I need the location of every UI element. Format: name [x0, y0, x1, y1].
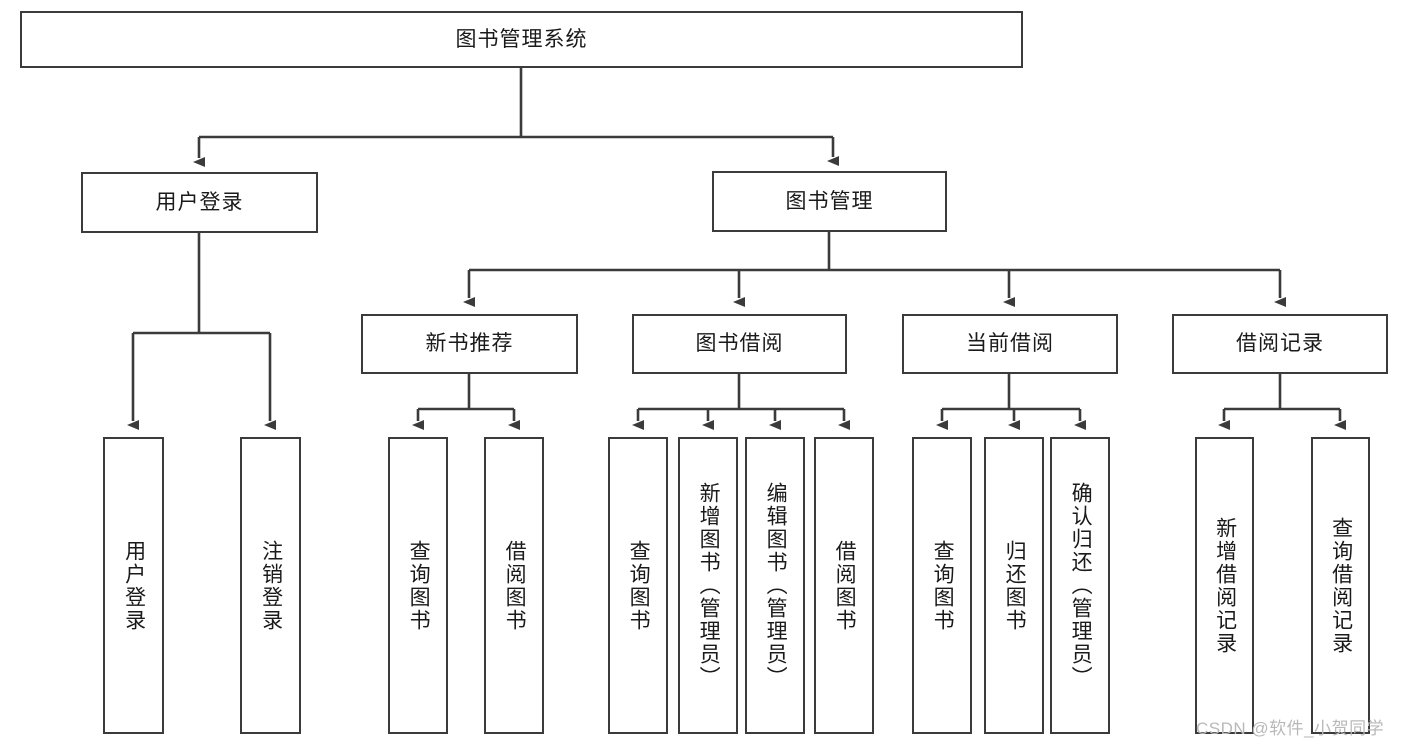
node-borrow-record[interactable]: 借阅记录	[1172, 314, 1388, 374]
leaf-logout-label: 注销登录	[259, 539, 283, 632]
leaf-edit-book[interactable]: 编辑图书（管理员）	[745, 437, 805, 734]
leaf-query-book-3-label: 查询图书	[931, 539, 955, 632]
leaf-add-book[interactable]: 新增图书（管理员）	[678, 437, 738, 734]
leaf-query-book-2[interactable]: 查询图书	[608, 437, 668, 734]
node-root-label: 图书管理系统	[455, 27, 588, 51]
node-current-borrow[interactable]: 当前借阅	[902, 314, 1118, 374]
leaf-query-book-1-label: 查询图书	[407, 539, 431, 632]
leaf-borrow-book-2[interactable]: 借阅图书	[814, 437, 874, 734]
node-borrow-record-label: 借阅记录	[1236, 332, 1324, 356]
leaf-user-login-label: 用户登录	[122, 539, 146, 632]
leaf-user-login[interactable]: 用户登录	[103, 437, 164, 734]
node-user-login-label: 用户登录	[155, 190, 244, 214]
node-new-book-recommend[interactable]: 新书推荐	[361, 314, 578, 374]
leaf-query-book-3[interactable]: 查询图书	[912, 437, 972, 734]
node-current-borrow-label: 当前借阅	[966, 332, 1054, 356]
leaf-query-book-1[interactable]: 查询图书	[388, 437, 448, 734]
csdn-watermark: CSDN @软件_小贺同学	[1196, 719, 1385, 738]
leaf-confirm-return-label: 确认归还（管理员）	[1069, 482, 1093, 689]
leaf-edit-book-label: 编辑图书（管理员）	[764, 482, 788, 689]
leaf-query-book-2-label: 查询图书	[627, 539, 651, 632]
node-new-book-recommend-label: 新书推荐	[425, 332, 514, 356]
leaf-return-book[interactable]: 归还图书	[984, 437, 1044, 734]
leaf-return-book-label: 归还图书	[1003, 539, 1027, 632]
node-book-manage[interactable]: 图书管理	[712, 171, 947, 232]
leaf-borrow-book-2-label: 借阅图书	[833, 539, 857, 632]
leaf-logout[interactable]: 注销登录	[240, 437, 301, 734]
leaf-borrow-book-1[interactable]: 借阅图书	[484, 437, 544, 734]
leaf-borrow-book-1-label: 借阅图书	[503, 539, 527, 632]
leaf-add-record[interactable]: 新增借阅记录	[1195, 437, 1254, 734]
leaf-query-record[interactable]: 查询借阅记录	[1311, 437, 1370, 734]
node-book-borrow-label: 图书借阅	[695, 332, 784, 356]
leaf-confirm-return[interactable]: 确认归还（管理员）	[1050, 437, 1110, 734]
leaf-add-book-label: 新增图书（管理员）	[697, 482, 721, 689]
node-user-login[interactable]: 用户登录	[81, 172, 318, 233]
leaf-query-record-label: 查询借阅记录	[1329, 516, 1353, 655]
node-book-manage-label: 图书管理	[785, 189, 874, 213]
leaf-add-record-label: 新增借阅记录	[1213, 516, 1237, 655]
node-book-borrow[interactable]: 图书借阅	[632, 314, 847, 374]
node-root[interactable]: 图书管理系统	[20, 11, 1023, 68]
